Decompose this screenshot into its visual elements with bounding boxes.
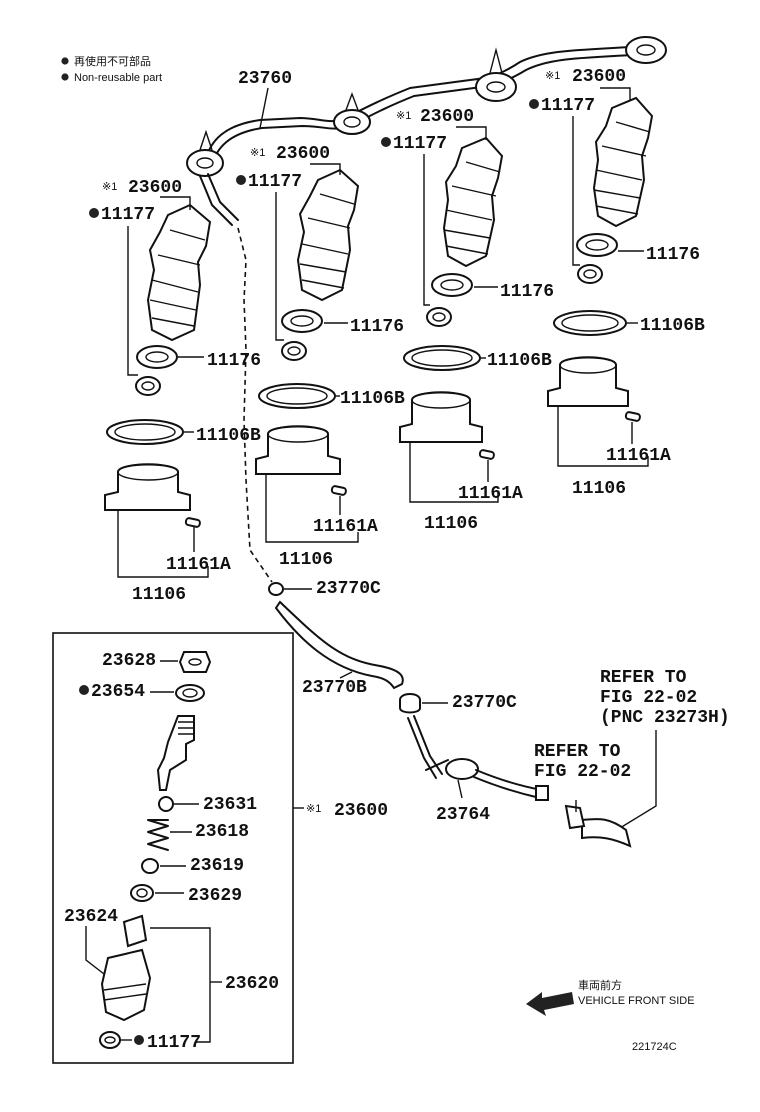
figure-code: 221724C	[632, 1041, 677, 1053]
label-23619: 23619	[190, 856, 244, 876]
label-23600-3: 23600	[420, 107, 474, 127]
dot-icon	[79, 685, 89, 695]
label-23628: 23628	[102, 651, 156, 671]
refer-note-2: REFER TO FIG 22-02	[534, 742, 631, 782]
label-11106B-3: 11106B	[487, 351, 552, 371]
label-23600-detail: 23600	[334, 801, 388, 821]
label-11177-3: 11177	[393, 134, 447, 154]
label-11106B-4: 11106B	[640, 316, 705, 336]
label-11176-1: 11176	[207, 351, 261, 371]
label-11176-4: 11176	[646, 245, 700, 265]
dot-icon	[89, 208, 99, 218]
vehicle-front-jp: 車両前方	[578, 978, 622, 992]
label-23629: 23629	[188, 886, 242, 906]
refer2-line2: FIG 22-02	[534, 762, 631, 782]
legend: 再使用不可部品 Non-reusable part	[61, 54, 162, 84]
vehicle-front-en: VEHICLE FRONT SIDE	[578, 995, 695, 1007]
label-23600-4: 23600	[572, 67, 626, 87]
label-23764: 23764	[436, 805, 490, 825]
refer1-line3: (PNC 23273H)	[600, 708, 730, 728]
label-23620: 23620	[225, 974, 279, 994]
label-23654: 23654	[91, 682, 145, 702]
dot-icon	[61, 57, 69, 65]
leak-hose	[268, 582, 421, 714]
injector-2	[255, 168, 360, 496]
dot-icon	[134, 1035, 144, 1045]
label-11106B-1: 11106B	[196, 426, 261, 446]
label-11176-2: 11176	[350, 317, 404, 337]
label-23770C-2: 23770C	[452, 693, 517, 713]
label-11177-2: 11177	[248, 172, 302, 192]
label-23600-1: 23600	[128, 178, 182, 198]
refer1-line1: REFER TO	[600, 668, 687, 688]
label-11161A-3: 11161A	[458, 484, 523, 504]
legend-en: Non-reusable part	[74, 72, 162, 84]
label-11161A-4: 11161A	[606, 446, 671, 466]
label-11106-1: 11106	[132, 585, 186, 605]
label-23631: 23631	[203, 795, 257, 815]
label-11176-3: 11176	[500, 282, 554, 302]
label-23624: 23624	[64, 907, 118, 927]
injector-1	[104, 203, 212, 528]
label-23760: 23760	[238, 69, 292, 89]
label-11161A-2: 11161A	[313, 517, 378, 537]
label-11177-4: 11177	[541, 96, 595, 116]
mark-x1: ※1	[102, 181, 117, 193]
refer-note-1: REFER TO FIG 22-02 (PNC 23273H)	[600, 668, 730, 728]
refer2-line1: REFER TO	[534, 742, 621, 762]
label-23770C-1: 23770C	[316, 579, 381, 599]
label-23770B: 23770B	[302, 678, 367, 698]
injector-4	[547, 96, 654, 422]
mark-x1: ※1	[396, 110, 411, 122]
injector-3	[399, 136, 504, 460]
dot-icon	[381, 137, 391, 147]
leak-pipe	[407, 715, 549, 801]
label-23600-2: 23600	[276, 144, 330, 164]
arrow-left-icon	[526, 992, 574, 1016]
label-11161A-1: 11161A	[166, 555, 231, 575]
label-11177-1: 11177	[101, 205, 155, 225]
legend-jp: 再使用不可部品	[74, 54, 151, 68]
label-11106-3: 11106	[424, 514, 478, 534]
label-11106-4: 11106	[572, 479, 626, 499]
label-11106B-2: 11106B	[340, 389, 405, 409]
mark-x1: ※1	[545, 70, 560, 82]
label-11106-2: 11106	[279, 550, 333, 570]
injector-detail-box	[52, 632, 294, 1064]
mark-x1: ※1	[306, 803, 321, 815]
dot-icon	[236, 175, 246, 185]
refer1-line2: FIG 22-02	[600, 688, 697, 708]
mark-x1: ※1	[250, 147, 265, 159]
dot-icon	[529, 99, 539, 109]
injection-pipe	[186, 36, 667, 583]
label-11177-detail: 11177	[147, 1033, 201, 1053]
dot-icon	[61, 73, 69, 81]
vehicle-front-indicator: 車両前方 VEHICLE FRONT SIDE	[526, 978, 695, 1016]
label-23618: 23618	[195, 822, 249, 842]
